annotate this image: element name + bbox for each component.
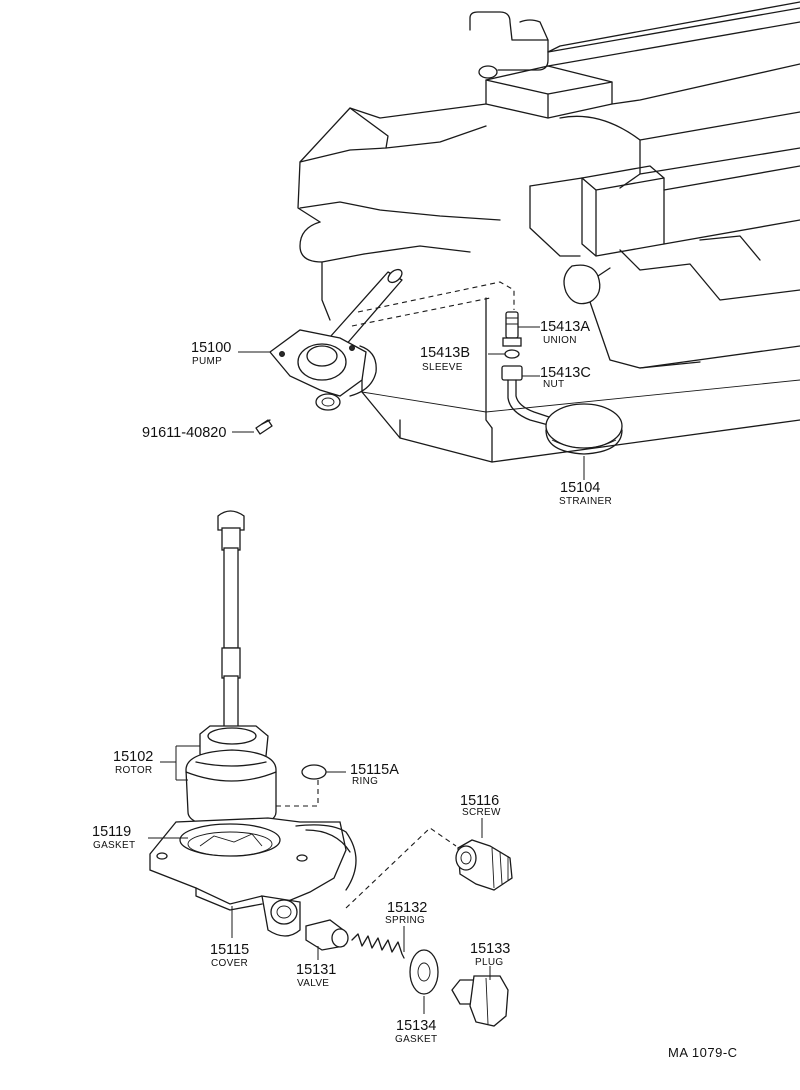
svg-text:PLUG: PLUG	[475, 957, 503, 968]
callout-15413a: 15413A UNION	[540, 319, 590, 346]
engine-block-illustration	[297, 1, 800, 463]
svg-text:15115: 15115	[210, 942, 249, 958]
svg-text:15100: 15100	[191, 340, 231, 356]
leader-lines	[148, 326, 585, 1014]
svg-text:GASKET: GASKET	[395, 1034, 437, 1045]
svg-text:PUMP: PUMP	[192, 356, 222, 367]
callout-15413c: 15413C NUT	[540, 365, 591, 390]
pump-to-union-dashed-line	[357, 281, 515, 313]
svg-text:GASKET: GASKET	[93, 840, 135, 851]
callout-15115: 15115 COVER	[210, 942, 249, 969]
callout-91611-40820: 91611-40820	[142, 425, 226, 441]
svg-text:SPRING: SPRING	[385, 915, 425, 926]
valve-15131-illustration	[305, 919, 349, 951]
svg-text:15115A: 15115A	[350, 762, 399, 778]
svg-text:15132: 15132	[387, 900, 427, 916]
callout-15100: 15100 PUMP	[191, 340, 231, 367]
callout-15116: 15116 SCREW	[460, 793, 501, 818]
svg-text:ROTOR: ROTOR	[115, 765, 152, 776]
callout-15413b: 15413B SLEEVE	[420, 345, 470, 373]
callout-15119: 15119 GASKET	[92, 824, 135, 851]
svg-text:NUT: NUT	[543, 379, 564, 390]
svg-text:15119: 15119	[92, 824, 131, 840]
union-pipe-illustration	[501, 311, 553, 427]
callout-15133: 15133 PLUG	[470, 941, 510, 968]
callout-15115a: 15115A RING	[350, 762, 399, 787]
strainer-illustration	[545, 403, 623, 455]
rotor-shaft-illustration	[185, 510, 277, 829]
svg-text:15413C: 15413C	[540, 365, 591, 381]
drawing-reference: MA 1079-C	[668, 1045, 738, 1060]
screw-15116-illustration	[455, 839, 513, 891]
callout-15134: 15134 GASKET	[395, 1018, 437, 1045]
svg-text:UNION: UNION	[543, 335, 577, 346]
svg-text:STRAINER: STRAINER	[559, 496, 612, 507]
plug-15133-illustration	[451, 975, 509, 1027]
gasket-15134-illustration	[409, 949, 439, 995]
svg-text:SLEEVE: SLEEVE	[422, 362, 463, 373]
svg-text:COVER: COVER	[211, 958, 248, 969]
ring-15115a-illustration	[301, 764, 327, 780]
svg-text:15413A: 15413A	[540, 319, 590, 335]
svg-text:15104: 15104	[560, 480, 600, 496]
svg-text:SCREW: SCREW	[462, 807, 501, 818]
callout-15131: 15131 VALVE	[296, 962, 336, 989]
pump-assembly-upper	[269, 268, 403, 411]
spring-15132-illustration	[351, 933, 405, 959]
svg-text:91611-40820: 91611-40820	[142, 425, 226, 441]
bolt-91611-illustration	[255, 419, 273, 435]
svg-text:15133: 15133	[470, 941, 510, 957]
callout-15132: 15132 SPRING	[385, 900, 427, 926]
svg-text:RING: RING	[352, 776, 378, 787]
svg-text:15102: 15102	[113, 749, 153, 765]
svg-text:15131: 15131	[296, 962, 336, 978]
svg-text:15116: 15116	[460, 793, 499, 809]
callout-15104: 15104 STRAINER	[559, 480, 612, 507]
svg-text:15134: 15134	[396, 1018, 436, 1034]
cover-15115-illustration	[149, 817, 357, 937]
svg-text:VALVE: VALVE	[297, 978, 329, 989]
svg-text:15413B: 15413B	[420, 345, 470, 361]
callout-15102: 15102 ROTOR	[113, 749, 153, 776]
